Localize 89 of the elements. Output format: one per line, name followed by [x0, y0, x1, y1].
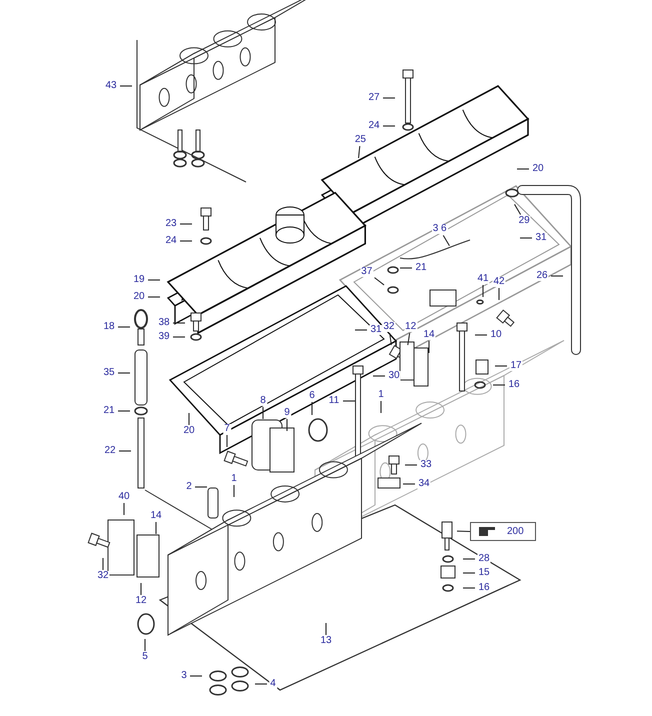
callout-number: 30	[387, 371, 401, 381]
leader-line	[358, 146, 360, 159]
callout-number: 20	[531, 164, 545, 174]
leader-line	[262, 406, 264, 420]
callout-number: 31	[534, 233, 548, 243]
callout-number: 32	[382, 322, 396, 332]
callout-number: 12	[404, 322, 418, 332]
leader-line	[194, 486, 208, 488]
leader-line	[226, 434, 228, 448]
callout-number: 13	[319, 636, 333, 646]
callout-number: 6	[308, 391, 316, 401]
leader-line	[428, 340, 430, 354]
callout-number: 21	[414, 263, 428, 273]
callout-number: 1	[377, 390, 385, 400]
leader-line	[286, 418, 288, 432]
leader-line	[144, 638, 146, 652]
callout-number: 2	[185, 482, 193, 492]
callout-number: 4	[269, 679, 277, 689]
reference-box	[470, 522, 536, 541]
leader-line	[456, 530, 470, 532]
leader-line	[474, 334, 488, 336]
callout-number: 29	[518, 216, 531, 226]
callout-number: 42	[492, 277, 506, 287]
leader-line	[380, 400, 382, 414]
leader-line	[342, 400, 356, 402]
leader-line	[407, 332, 410, 346]
callout-number: 31	[369, 325, 383, 335]
leader-line	[374, 277, 385, 286]
leader-line	[462, 572, 476, 574]
callout-number: 21	[102, 406, 116, 416]
callout-number: 12	[134, 596, 148, 606]
callout-number: 33	[419, 460, 433, 470]
leader-line	[188, 412, 190, 426]
callout-number: 20	[182, 426, 196, 436]
leader-line	[516, 168, 530, 170]
leader-line	[498, 288, 500, 300]
callout-number: 15	[477, 568, 491, 578]
callout-number: 23	[164, 219, 178, 229]
leader-line	[180, 240, 192, 242]
callout-number: 28	[477, 554, 491, 564]
callout-number: 24	[164, 236, 178, 246]
leader-line	[462, 558, 476, 560]
callout-number: 39	[157, 332, 171, 342]
callout-number: 3 6	[432, 224, 448, 234]
callout-number: 25	[354, 135, 367, 146]
callout-number: 34	[417, 479, 431, 489]
callout-number: 38	[157, 318, 171, 328]
leader-line	[140, 582, 142, 596]
leader-line	[172, 336, 186, 338]
callout-number: 16	[507, 380, 521, 390]
callout-number: 5	[141, 652, 149, 662]
leader-line	[442, 234, 450, 246]
leader-line	[118, 372, 130, 374]
callout-number: 35	[102, 368, 116, 378]
callout-number: 26	[535, 271, 549, 281]
callout-number: 3	[180, 671, 188, 681]
leader-line	[389, 332, 392, 346]
leader-line	[172, 322, 186, 324]
callout-number: 14	[422, 330, 436, 340]
callout-number: 1	[230, 474, 238, 484]
leader-line	[118, 410, 130, 412]
callout-number: 20	[132, 292, 146, 302]
leader-line	[148, 296, 160, 298]
callout-number: 17	[509, 361, 523, 371]
callout-number: 40	[117, 492, 131, 502]
leader-line	[482, 284, 484, 298]
callout-number: 18	[102, 322, 116, 332]
leader-line	[514, 204, 522, 216]
callout-number: 19	[132, 275, 146, 285]
callout-number: 37	[360, 266, 374, 277]
leader-line	[118, 326, 130, 328]
callout-number: 10	[489, 330, 503, 340]
callout-number: 24	[367, 121, 381, 131]
callout-number: 22	[103, 446, 117, 456]
callout-number: 16	[477, 583, 491, 593]
leader-line	[102, 558, 104, 570]
callout-number: 9	[283, 408, 291, 418]
callout-number: 14	[149, 511, 163, 521]
reference-number: 200	[507, 526, 524, 536]
callout-number: 8	[259, 396, 267, 406]
callout-number: 43	[104, 81, 118, 91]
callout-number: 7	[223, 424, 231, 434]
leader-line	[492, 384, 506, 386]
callout-number: 27	[367, 93, 381, 103]
leader-line	[118, 450, 132, 452]
leader-line	[404, 464, 418, 466]
callout-number: 32	[96, 571, 110, 581]
callout-number: 11	[328, 396, 340, 406]
callout-number: 41	[476, 274, 490, 284]
